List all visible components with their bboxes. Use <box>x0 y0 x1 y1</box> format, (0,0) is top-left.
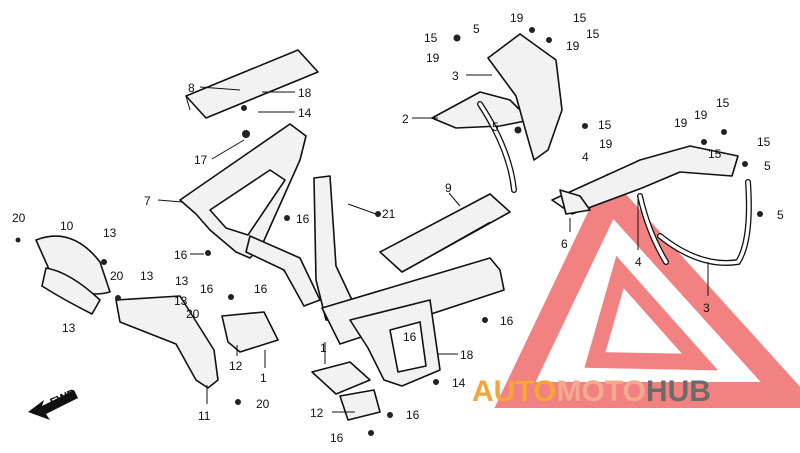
callout-label: 16 <box>406 408 420 422</box>
callout-label: 8 <box>188 81 195 95</box>
callout-label: 16 <box>330 431 344 445</box>
callout-label: 1 <box>320 341 327 355</box>
callout-label: 6 <box>561 237 568 251</box>
callout-label: 16 <box>403 330 417 344</box>
brand-part-2: MOTO <box>556 375 645 408</box>
leader-lines <box>157 74 709 413</box>
callout-label: 16 <box>254 282 268 296</box>
callout-label: 5 <box>492 120 499 134</box>
brand-part-3: HUB <box>646 375 711 408</box>
center-frame <box>313 175 505 387</box>
callout-label: 13 <box>175 274 189 288</box>
callout-label: 15 <box>757 135 771 149</box>
callout-label: 17 <box>194 153 208 167</box>
callout-label: 10 <box>60 219 74 233</box>
callout-label: 14 <box>298 106 312 120</box>
callout-label: 20 <box>110 269 124 283</box>
callout-label: 13 <box>174 294 188 308</box>
callout-label: 5 <box>777 208 784 222</box>
part-11-bracket <box>115 295 219 389</box>
part-3-tube <box>637 179 752 266</box>
part-8-plate <box>185 49 319 119</box>
callout-label: 15 <box>708 147 722 161</box>
callout-label: 19 <box>510 11 524 25</box>
callout-label: 13 <box>62 321 76 335</box>
callout-label: 13 <box>103 226 117 240</box>
callout-label: 20 <box>186 307 200 321</box>
callout-label: 4 <box>582 150 589 164</box>
callout-label: 18 <box>460 348 474 362</box>
watermark-logo-icon <box>494 172 800 408</box>
callout-label: 15 <box>716 96 730 110</box>
callout-label: 4 <box>635 255 642 269</box>
callout-label: 11 <box>198 409 211 423</box>
callout-label: 19 <box>674 116 688 130</box>
callout-label: 14 <box>452 376 466 390</box>
callout-label: 16 <box>200 282 214 296</box>
callout-label: 19 <box>599 137 613 151</box>
callout-label: 20 <box>12 211 26 225</box>
callout-label: 19 <box>426 51 440 65</box>
fwd-arrow-icon: FWD <box>28 386 79 420</box>
callout-label: 2 <box>402 112 409 126</box>
callout-label: 19 <box>566 39 580 53</box>
callout-label: 19 <box>694 108 708 122</box>
fwd-label: FWD <box>48 386 79 410</box>
callout-label: 15 <box>598 118 612 132</box>
callout-label: 13 <box>140 269 154 283</box>
callout-label: 16 <box>500 314 514 328</box>
callout-label: 5 <box>764 159 771 173</box>
part-6-rail <box>551 145 739 215</box>
callout-label: 9 <box>445 181 452 195</box>
callout-label: 15 <box>424 31 438 45</box>
part-2-3-bracket <box>431 33 563 193</box>
callout-label: 21 <box>382 207 396 221</box>
callout-label: 3 <box>703 301 710 315</box>
callout-label: 20 <box>256 397 270 411</box>
brand-part-1: AUTO <box>472 375 556 408</box>
brand-watermark: AUTOMOTOHUB <box>472 375 711 408</box>
callouts: 20 10 13 13 20 13 13 20 16 16 13 12 1 11… <box>12 11 784 445</box>
callout-label: 7 <box>144 194 151 208</box>
part-12-bracket <box>221 311 381 421</box>
callout-label: 3 <box>452 69 459 83</box>
callout-label: 12 <box>229 359 243 373</box>
callout-label: 16 <box>296 212 310 226</box>
bolts <box>15 27 763 436</box>
callout-label: 12 <box>310 406 324 420</box>
callout-label: 15 <box>586 27 600 41</box>
callout-label: 16 <box>174 248 188 262</box>
callout-label: 1 <box>260 371 267 385</box>
callout-label: 5 <box>473 22 480 36</box>
part-9-plate <box>379 193 511 273</box>
callout-label: 15 <box>573 11 587 25</box>
part-10-shield <box>35 235 111 315</box>
part-7-frame <box>179 123 321 307</box>
callout-label: 18 <box>298 86 312 100</box>
logo-outer-triangle <box>494 172 800 408</box>
logo-inner-mark <box>584 255 719 371</box>
